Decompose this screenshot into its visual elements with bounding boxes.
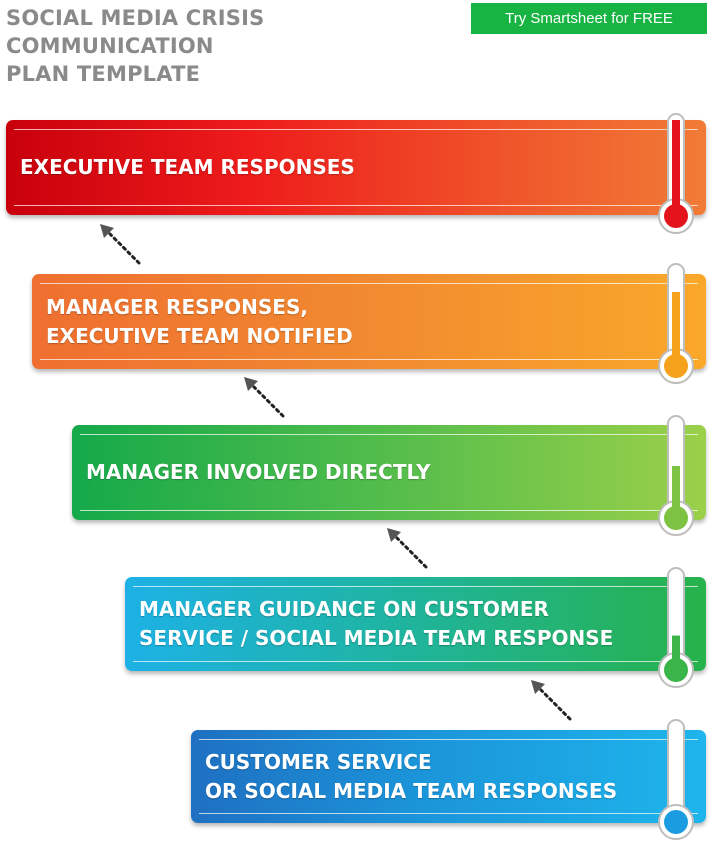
level-4-label-line-2: SERVICE / SOCIAL MEDIA TEAM RESPONSE xyxy=(139,626,614,650)
level-2-banner: MANAGER RESPONSES, EXECUTIVE TEAM NOTIFI… xyxy=(32,274,706,369)
level-2-label-line-2: EXECUTIVE TEAM NOTIFIED xyxy=(46,323,353,348)
level-4-label-line-1: MANAGER GUIDANCE ON CUSTOMER xyxy=(139,597,549,621)
page-title-line-1: SOCIAL MEDIA CRISIS COMMUNICATION xyxy=(6,6,265,58)
level-3-label: MANAGER INVOLVED DIRECTLY xyxy=(86,425,431,520)
level-3-banner: MANAGER INVOLVED DIRECTLY xyxy=(72,425,706,520)
level-2-label: MANAGER RESPONSES, EXECUTIVE TEAM NOTIFI… xyxy=(46,274,353,369)
level-5-banner: CUSTOMER SERVICE OR SOCIAL MEDIA TEAM RE… xyxy=(191,730,706,823)
arrow-level-2-to-1-icon xyxy=(100,224,141,265)
try-smartsheet-button[interactable]: Try Smartsheet for FREE xyxy=(471,3,707,34)
level-5-label: CUSTOMER SERVICE OR SOCIAL MEDIA TEAM RE… xyxy=(205,730,617,823)
arrow-level-4-to-3-icon xyxy=(387,528,428,569)
level-4-label: MANAGER GUIDANCE ON CUSTOMER SERVICE / S… xyxy=(139,577,613,671)
level-5-label-line-2: OR SOCIAL MEDIA TEAM RESPONSES xyxy=(205,778,618,803)
arrow-level-3-to-2-icon xyxy=(244,377,285,418)
level-5-thermometer-icon xyxy=(658,719,694,840)
level-3-thermometer-icon xyxy=(658,415,694,536)
arrow-level-5-to-4-icon xyxy=(531,680,572,721)
level-1-label: EXECUTIVE TEAM RESPONSES xyxy=(20,120,355,215)
level-2-label-line-1: MANAGER RESPONSES, xyxy=(46,294,308,319)
page-title: SOCIAL MEDIA CRISIS COMMUNICATION PLAN T… xyxy=(6,4,476,88)
level-3-label-line-1: MANAGER INVOLVED DIRECTLY xyxy=(86,460,431,484)
page-title-line-2: PLAN TEMPLATE xyxy=(6,62,201,86)
level-1-banner: EXECUTIVE TEAM RESPONSES xyxy=(6,120,706,215)
level-5-label-line-1: CUSTOMER SERVICE xyxy=(205,749,432,774)
level-1-thermometer-icon xyxy=(658,113,694,234)
level-4-banner: MANAGER GUIDANCE ON CUSTOMER SERVICE / S… xyxy=(125,577,706,671)
level-4-thermometer-icon xyxy=(658,567,694,688)
level-2-thermometer-icon xyxy=(658,263,694,384)
level-1-label-line-1: EXECUTIVE TEAM RESPONSES xyxy=(20,155,355,179)
